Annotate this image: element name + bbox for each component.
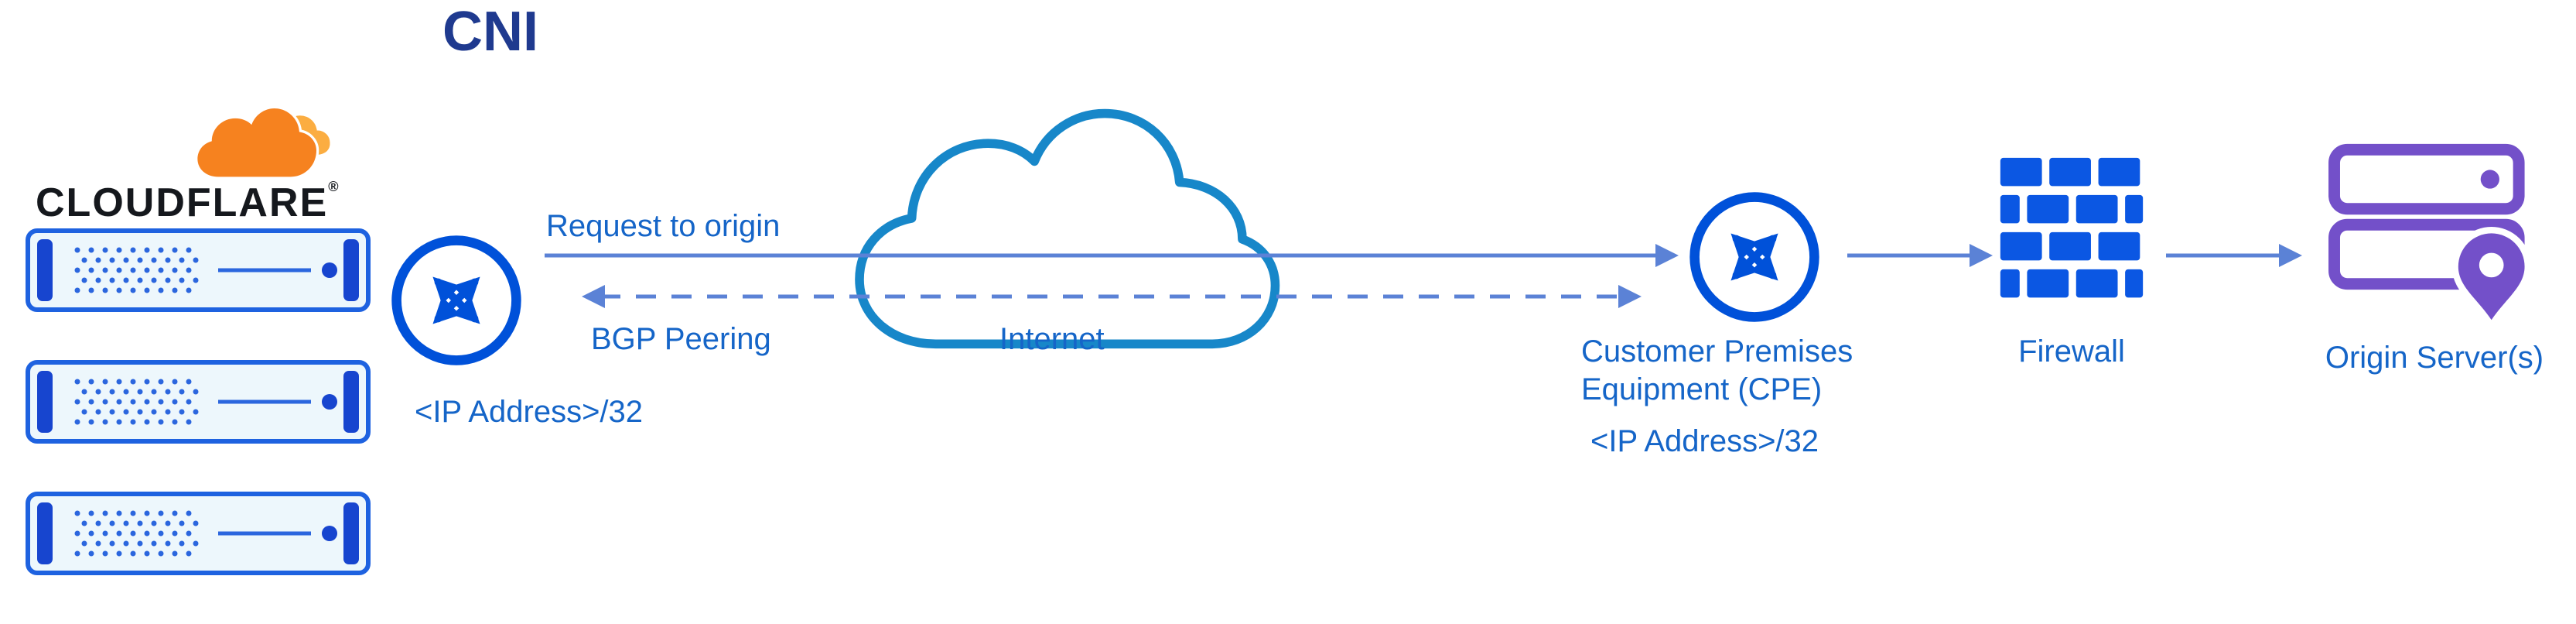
edge-router-icon bbox=[387, 231, 526, 370]
firewall-icon bbox=[2000, 157, 2144, 298]
edge-server-rack-icon bbox=[25, 359, 371, 444]
edge-server-rack-icon bbox=[25, 491, 371, 576]
firewall-label: Firewall bbox=[2018, 334, 2125, 369]
bgp-peering-label: BGP Peering bbox=[591, 322, 771, 356]
cpe-label: Customer Premises Equipment (CPE) bbox=[1581, 333, 1853, 409]
cpe-label-line2: Equipment (CPE) bbox=[1581, 372, 1823, 406]
location-pin-icon bbox=[2451, 227, 2531, 327]
cpe-label-line1: Customer Premises bbox=[1581, 334, 1853, 369]
cpe-router-icon bbox=[1685, 187, 1824, 327]
cloudflare-wordmark: CLOUDFLARE® bbox=[36, 180, 338, 226]
cpe-to-firewall-arrow bbox=[1847, 244, 1993, 267]
registered-mark: ® bbox=[328, 179, 339, 194]
diagram-title: CNI bbox=[442, 1, 538, 63]
request-to-origin-label: Request to origin bbox=[546, 209, 781, 243]
cpe-ip-label: <IP Address>/32 bbox=[1590, 424, 1819, 458]
cloudflare-wordmark-text: CLOUDFLARE bbox=[36, 180, 329, 225]
internet-cloud-icon bbox=[855, 108, 1280, 349]
edge-ip-label: <IP Address>/32 bbox=[415, 395, 644, 429]
origin-servers-label: Origin Server(s) bbox=[2325, 341, 2544, 375]
internet-label: Internet bbox=[999, 322, 1105, 356]
edge-server-rack-icon bbox=[25, 228, 371, 313]
firewall-to-origin-arrow bbox=[2166, 244, 2302, 267]
origin-server-icon bbox=[2328, 143, 2531, 327]
cloudflare-cloud-icon bbox=[195, 105, 330, 180]
